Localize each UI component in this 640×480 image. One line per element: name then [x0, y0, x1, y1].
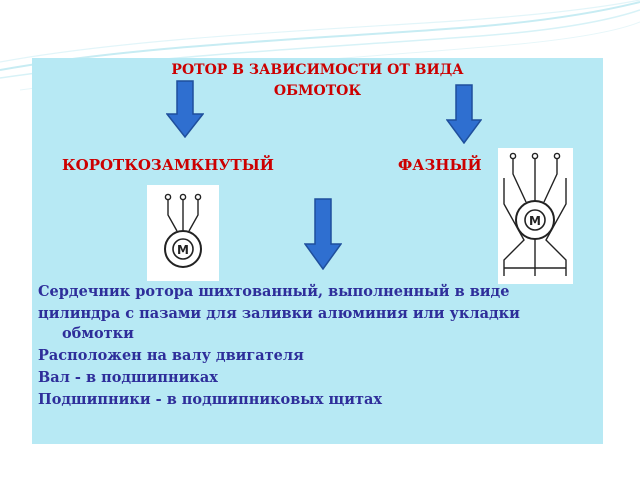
- type-label-squirrel-cage: КОРОТКОЗАМКНУТЫЙ: [62, 156, 274, 174]
- down-arrow-icon: [304, 198, 342, 270]
- description-line-cylinder-cont: обмотки: [62, 325, 134, 342]
- motor-schematic-icon: М: [503, 152, 567, 276]
- description-line-shaft: Расположен на валу двигателя: [38, 347, 304, 364]
- motor-schematic-icon: М: [164, 193, 202, 268]
- description-line-core: Сердечник ротора шихтованный, выполненны…: [38, 283, 510, 300]
- title-line-2: ОБМОТОК: [273, 83, 362, 99]
- motor-badge-right: М: [529, 214, 541, 228]
- description-line-bearing-shields: Подшипники - в подшипниковых щитах: [38, 391, 382, 408]
- type-label-wound-rotor: ФАЗНЫЙ: [398, 156, 482, 174]
- motor-schematic-wound-rotor: М: [498, 148, 573, 284]
- description-line-cylinder: цилиндра с пазами для заливки алюминия и…: [38, 304, 599, 344]
- title-line-1: РОТОР В ЗАВИСИМОСТИ ОТ ВИДА: [171, 62, 464, 78]
- motor-badge-left: М: [177, 243, 189, 257]
- down-arrow-icon: [166, 80, 204, 138]
- down-arrow-icon: [446, 84, 482, 144]
- description-line-bearings: Вал - в подшипниках: [38, 369, 218, 386]
- description-text: Сердечник ротора шихтованный, выполненны…: [38, 282, 599, 412]
- content-panel: РОТОР В ЗАВИСИМОСТИ ОТ ВИДА ОБМОТОК КОРО…: [32, 58, 603, 444]
- motor-schematic-squirrel-cage: М: [147, 185, 219, 281]
- description-line-cylinder-main: цилиндра с пазами для заливки алюминия и…: [38, 305, 520, 322]
